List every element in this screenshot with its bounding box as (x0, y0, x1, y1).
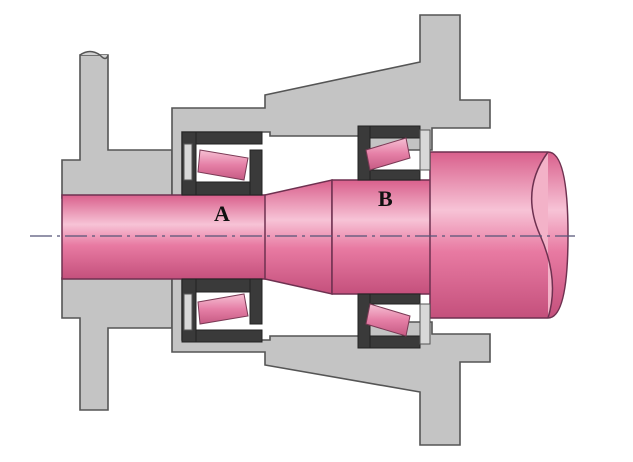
bearing-a-top-spacer (183, 143, 193, 181)
shaft-taper (264, 179, 333, 295)
bearing-a-bottom-roller (197, 293, 249, 325)
shaft (61, 151, 569, 319)
bearing-a-top-roller (197, 149, 249, 181)
bearing-a-bottom (181, 278, 263, 343)
bearing-a-top (181, 131, 263, 196)
bearing-b-top-spacer (419, 129, 431, 171)
bearing-b-top (357, 125, 431, 181)
bearing-b-bottom-roller (365, 303, 411, 337)
bearing-b-bottom-spacer (419, 303, 431, 345)
left-flange-bottom (61, 277, 173, 411)
shaft-break-curve (530, 151, 554, 319)
bearing-b-bottom (357, 293, 431, 349)
right-housing-bottom (171, 277, 491, 446)
bearing-a-top-rib (249, 149, 263, 196)
bearing-a-bottom-rib (249, 278, 263, 325)
bearing-a-label: A (214, 201, 230, 226)
bearing-b-label: B (378, 186, 393, 211)
bearing-b-top-roller (365, 137, 411, 171)
left-flange-top (61, 50, 173, 199)
shaft-section-left (61, 194, 268, 280)
bearing-a-bottom-spacer (183, 293, 193, 331)
